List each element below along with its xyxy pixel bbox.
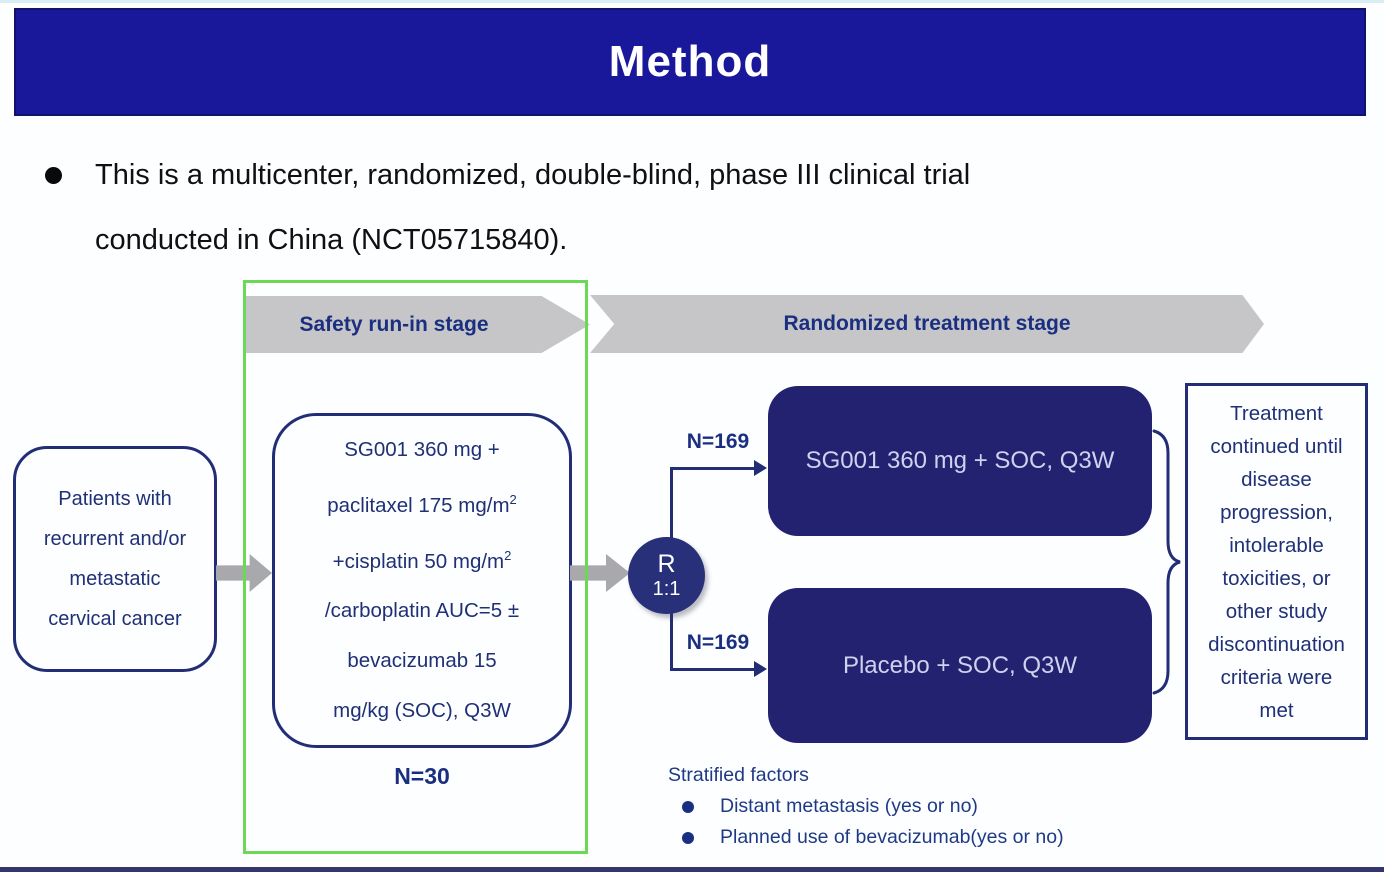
arm-sg001-label: SG001 360 mg + SOC, Q3W (805, 447, 1115, 474)
arrow-right-icon (570, 554, 630, 592)
randomization-ratio: 1:1 (652, 577, 681, 600)
bullet-icon (45, 167, 62, 184)
list-item: Planned use of bevacizumab(yes or no) (668, 826, 1064, 849)
arm-placebo-label: Placebo + SOC, Q3W (842, 651, 1078, 679)
bullet-icon (682, 831, 694, 844)
stratified-item-text: Planned use of bevacizumab(yes or no) (720, 826, 1064, 848)
soc-regimen-text: SG001 360 mg +paclitaxel 175 mg/m2+cispl… (324, 437, 520, 723)
arm-placebo-box: Placebo + SOC, Q3W (768, 588, 1152, 743)
stage-arrow-randomized: Randomized treatment stage (590, 295, 1264, 353)
brace-icon (1152, 429, 1181, 695)
randomization-circle: R 1:1 (628, 537, 705, 614)
title-banner: Method (14, 8, 1366, 116)
randomization-letter: R (657, 549, 676, 578)
connector-line (670, 468, 673, 539)
stratified-title: Stratified factors (668, 764, 809, 786)
stage-randomized-label: Randomized treatment stage (783, 312, 1071, 335)
page-title: Method (608, 37, 772, 86)
intro-text: This is a multicenter, randomized, doubl… (95, 159, 971, 256)
stratified-item-text: Distant metastasis (yes or no) (720, 795, 978, 817)
arrowhead-icon (754, 661, 767, 677)
arm-sg001-box: SG001 360 mg + SOC, Q3W (768, 386, 1152, 536)
connector-line (670, 668, 756, 671)
arrowhead-icon (754, 460, 767, 476)
bullet-icon (682, 800, 694, 813)
connector-line (670, 612, 673, 671)
n169-top-label: N=169 (686, 430, 750, 453)
intro-bullet-row: This is a multicenter, randomized, doubl… (45, 143, 970, 273)
connector-line (670, 467, 756, 470)
bottom-bar (0, 867, 1384, 872)
list-item: Distant metastasis (yes or no) (668, 795, 1064, 818)
stratified-factors: Stratified factors Distant metastasis (y… (668, 764, 1064, 849)
soc-regimen-box: SG001 360 mg +paclitaxel 175 mg/m2+cispl… (272, 413, 572, 748)
stage-arrow-safety: Safety run-in stage (244, 296, 590, 353)
n169-bottom-label: N=169 (686, 631, 750, 654)
n30-label: N=30 (394, 763, 450, 789)
arrow-right-icon (216, 554, 272, 592)
stage-safety-label: Safety run-in stage (299, 312, 489, 336)
